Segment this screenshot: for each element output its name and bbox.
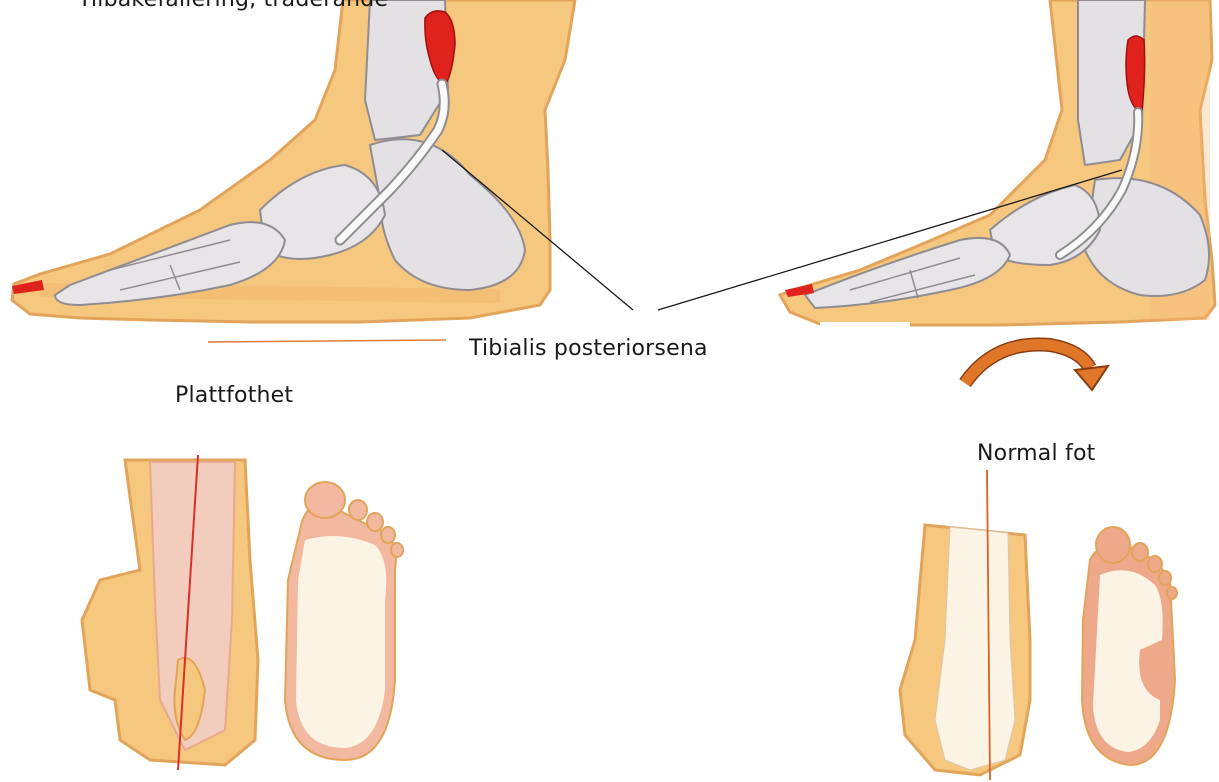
normal-foot-sole	[1082, 527, 1177, 765]
curved-arrow-right-icon	[965, 344, 1108, 390]
normal-foot-side-view	[780, 0, 1215, 332]
normal-foot-label: Normal fot	[977, 441, 1095, 466]
flat-foot-ground-line	[208, 340, 446, 342]
normal-foot-rear-view	[900, 470, 1030, 780]
flat-foot-label: Plattfothet	[175, 383, 293, 408]
tendon-label: Tibialis posteriorsena	[469, 336, 708, 361]
flat-foot-side-view	[12, 0, 575, 342]
top-caption-cut-text: Tilbakefallering, traderande	[78, 0, 388, 12]
flat-foot-rear-view	[82, 455, 258, 770]
flat-foot-sole	[285, 482, 403, 760]
